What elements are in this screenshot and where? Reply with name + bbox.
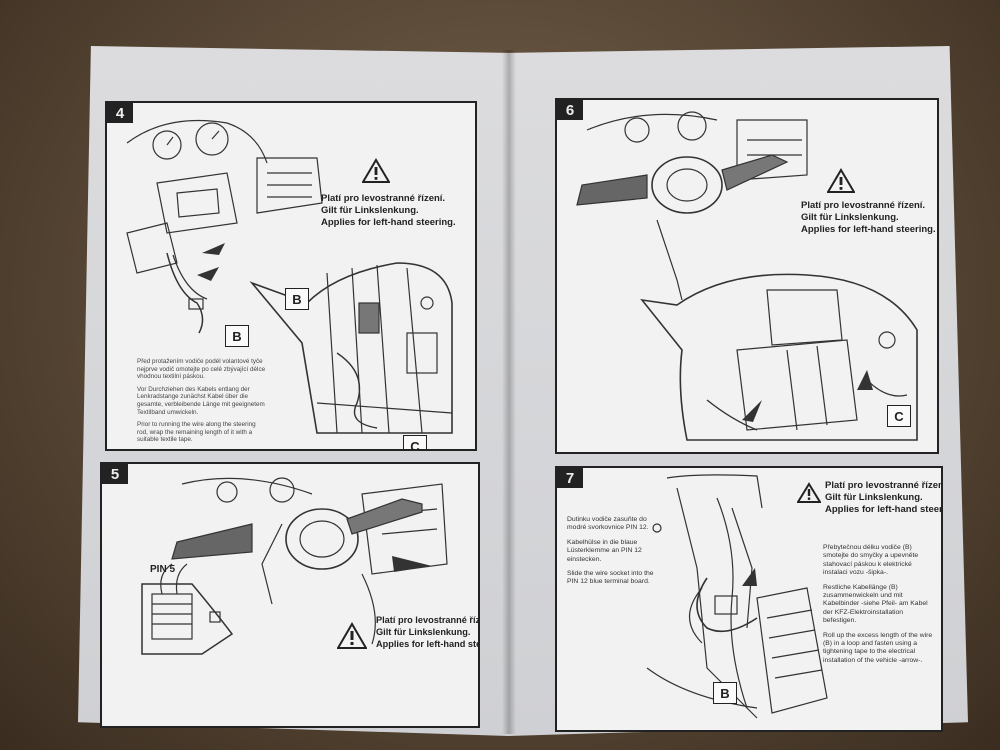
step-number: 5 (102, 464, 128, 484)
warning-line-cz: Platí pro levostranné řízení. (321, 193, 446, 204)
warning-line-de: Gilt für Linkslenkung. (825, 492, 923, 503)
panel-step-6: 6 (555, 98, 939, 454)
warning-text: Platí pro levostranné řízení. Gilt für L… (376, 614, 480, 650)
pin-5-label: PIN 5 (150, 564, 176, 575)
warning-text: Platí pro levostranné řízení. Gilt für L… (825, 480, 943, 516)
illustration-pedal-area (646, 474, 828, 719)
manual-booklet: 4 (78, 46, 968, 736)
label-b: B (225, 325, 249, 347)
warning-icon (362, 158, 390, 183)
step-number: 4 (107, 103, 133, 123)
warning-line-cz: Platí pro levostranné řízení. (376, 615, 480, 625)
step-number: 7 (557, 468, 583, 488)
panel-step-5: 5 (100, 462, 480, 728)
instruction-notes-left: Dutinku vodiče zasuňte do modré svorkovn… (567, 516, 665, 593)
illustration-steering-switch (141, 477, 448, 655)
step-number: 6 (557, 100, 583, 120)
note-cz: Před protažením vodiče podél volantové t… (137, 358, 266, 381)
note-de: Vor Durchziehen des Kabels entlang der L… (137, 385, 265, 416)
warning-icon (337, 622, 367, 649)
panel-step-7: 7 Platí (555, 466, 943, 732)
warning-line-en: Applies for left-hand steering. (321, 217, 456, 228)
warning-icon (827, 168, 855, 193)
warning-line-de: Gilt für Linkslenkung. (376, 627, 471, 637)
label-b-detail: B (285, 288, 309, 310)
note-en: Slide the wire socket into the PIN 12 bl… (567, 570, 654, 586)
warning-text: Platí pro levostranné řízení. Gilt für L… (321, 193, 456, 229)
panel-step-4: 4 (105, 101, 477, 451)
booklet-spine (502, 50, 516, 734)
warning-line-cz: Platí pro levostranné řízení. (801, 200, 926, 211)
note-de: Restliche Kabellänge (B) zusammenwickeln… (823, 583, 928, 625)
label-c: C (403, 435, 427, 449)
note-en: Prior to running the wire along the stee… (137, 421, 256, 444)
warning-line-en: Applies for left-hand steering. (801, 224, 936, 235)
note-de: Kabelhülse in die blaue Lüsterklemme an … (567, 538, 642, 563)
illustration-steering-wheel-area (576, 111, 918, 441)
warning-line-de: Gilt für Linkslenkung. (801, 212, 899, 223)
note-cz: Dutinku vodiče zasuňte do modré svorkovn… (567, 516, 649, 532)
warning-line-en: Applies for left-hand steering. (825, 504, 943, 515)
warning-text: Platí pro levostranné řízení. Gilt für L… (801, 200, 936, 236)
illustration-steering-column (126, 119, 453, 434)
warning-icon (797, 482, 821, 503)
instruction-notes-right: Přebytečnou délku vodiče (B) smotejte do… (823, 544, 935, 671)
label-c: C (887, 405, 911, 427)
warning-line-en: Applies for left-hand steering. (376, 639, 478, 649)
warning-line-cz: Platí pro levostranné řízení. (825, 480, 943, 491)
note-en: Roll up the excess length of the wire (B… (823, 631, 933, 664)
label-b: B (713, 682, 737, 704)
note-cz: Přebytečnou délku vodiče (B) smotejte do… (823, 544, 919, 577)
instruction-notes: Před protažením vodiče podél volantové t… (137, 358, 267, 449)
warning-line-de: Gilt für Linkslenkung. (321, 205, 419, 216)
